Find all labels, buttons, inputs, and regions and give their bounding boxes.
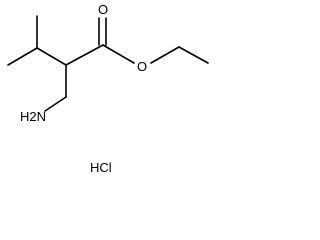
bond-isopropyl-to-alpha	[36, 47, 67, 66]
bond-methyl-left	[7, 47, 38, 66]
counterion-label: HCl	[90, 160, 112, 175]
bond-alpha-to-carbonyl	[65, 44, 104, 66]
chemical-structure: O O H2N HCl	[7, 2, 209, 175]
bond-methylene-to-amine	[44, 96, 67, 112]
ester-oxygen-label: O	[137, 59, 147, 74]
amine-label: H2N	[20, 109, 46, 124]
bond-carbonyl-to-ester-oxygen	[102, 44, 135, 64]
bond-ethyl	[178, 46, 209, 64]
carbonyl-oxygen-label: O	[98, 2, 108, 17]
bond-oxygen-to-ethyl	[150, 46, 180, 64]
